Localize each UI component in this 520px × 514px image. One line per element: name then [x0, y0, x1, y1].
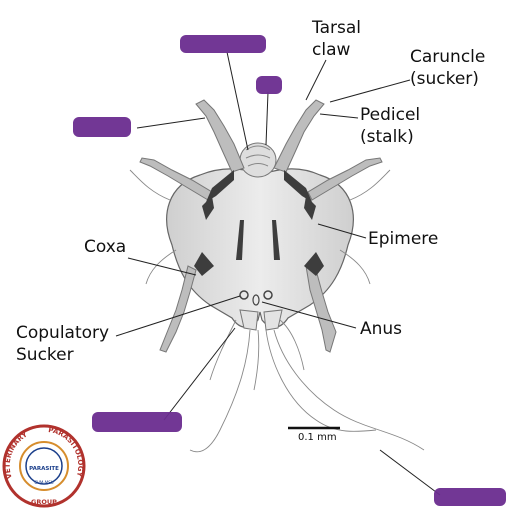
scale-bar-label: 0.1 mm: [298, 432, 337, 443]
redacted-label-chelicera: [180, 35, 266, 53]
redacted-label-palp: [256, 76, 282, 94]
setae: [129, 169, 425, 453]
redacted-label-tarsus: [73, 117, 131, 137]
label-caruncle: Caruncle (sucker): [410, 47, 486, 89]
label-anus: Anus: [360, 319, 403, 339]
label-pedicel: Pedicel (stalk): [360, 105, 421, 147]
redacted-label-vulva: [92, 412, 182, 432]
label-copulatory-sucker: Copulatory Sucker: [16, 323, 110, 365]
logo-center: PARASITE: [29, 466, 59, 472]
label-lines: [115, 51, 441, 496]
legs: [139, 99, 383, 353]
logo-sub: CVM-MSU: [34, 480, 53, 485]
sclerites: [194, 170, 324, 276]
label-coxa: Coxa: [84, 237, 127, 257]
label-tarsal-claw: Tarsal claw: [312, 18, 361, 60]
vet-parasitology-logo: VETERINARY PARASITOLOGY PARASITE CVM-MSU…: [2, 424, 86, 508]
logo-bottom: GROUP: [31, 498, 57, 506]
copulatory-suckers: [239, 290, 273, 306]
gnathosoma: [239, 142, 277, 178]
redacted-label-penis: [434, 488, 506, 506]
label-epimere: Epimere: [368, 229, 439, 249]
